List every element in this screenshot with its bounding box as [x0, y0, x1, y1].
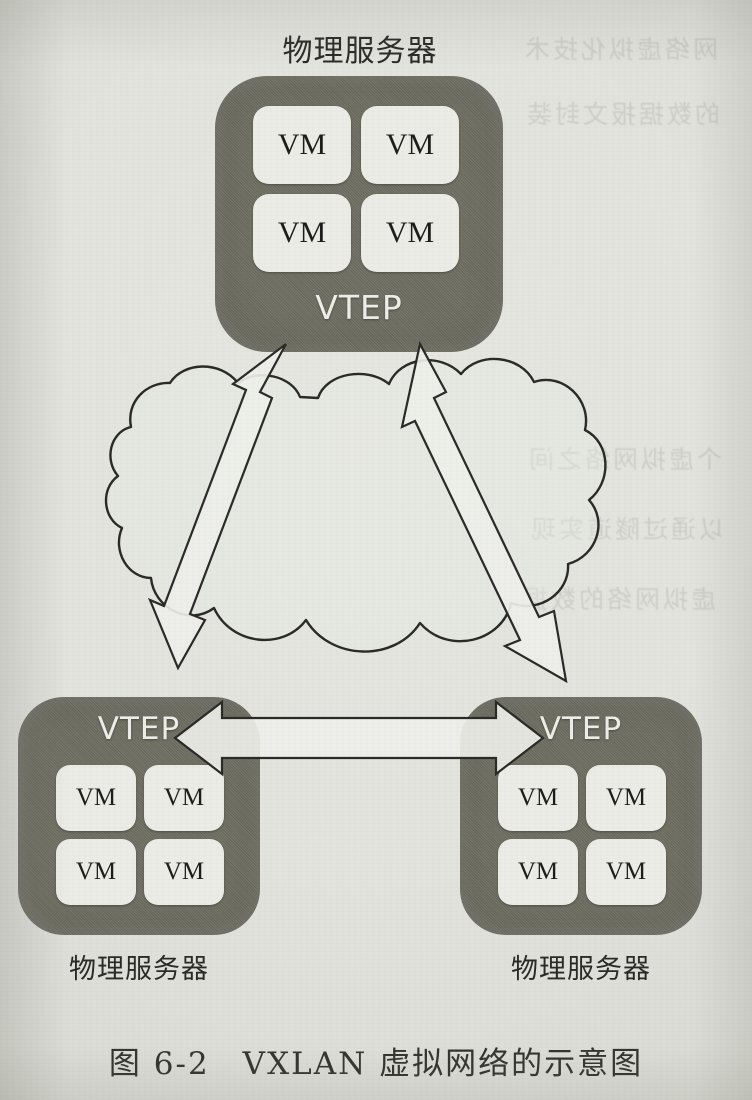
vm-tile[interactable]: VM — [361, 106, 459, 184]
vtep-label-bottom-left: VTEP — [97, 711, 181, 747]
figure-caption: 图 6-2 VXLAN 虚拟网络的示意图 — [108, 1046, 644, 1082]
vtep-label-bottom-right: VTEP — [539, 711, 623, 747]
vm-tile[interactable]: VM — [586, 839, 666, 905]
vm-tile[interactable]: VM — [498, 765, 578, 831]
arrow-top-to-bottom-left — [147, 343, 287, 671]
vm-tile[interactable]: VM — [144, 839, 224, 905]
vm-tile[interactable]: VM — [144, 765, 224, 831]
vm-tile[interactable]: VM — [56, 839, 136, 905]
vm-tile[interactable]: VM — [498, 839, 578, 905]
vm-tile[interactable]: VM — [586, 765, 666, 831]
bottom-left-server-title: 物理服务器 — [69, 954, 209, 985]
arrow-bottom-left-to-bottom-right — [173, 699, 545, 777]
arrow-top-to-bottom-right — [400, 340, 568, 684]
vtep-label-top: VTEP — [315, 288, 403, 327]
top-server-title: 物理服务器 — [282, 34, 438, 69]
vm-tile[interactable]: VM — [361, 194, 459, 272]
bottom-right-server-title: 物理服务器 — [511, 954, 651, 985]
vm-tile[interactable]: VM — [253, 194, 351, 272]
vm-grid-bottom-right: VM VM VM VM — [498, 765, 666, 905]
vm-grid-top: VM VM VM VM — [253, 106, 459, 272]
vm-grid-bottom-left: VM VM VM VM — [56, 765, 224, 905]
vm-tile[interactable]: VM — [56, 765, 136, 831]
vm-tile[interactable]: VM — [253, 106, 351, 184]
physical-server-top[interactable]: VM VM VM VM VTEP — [215, 76, 503, 352]
